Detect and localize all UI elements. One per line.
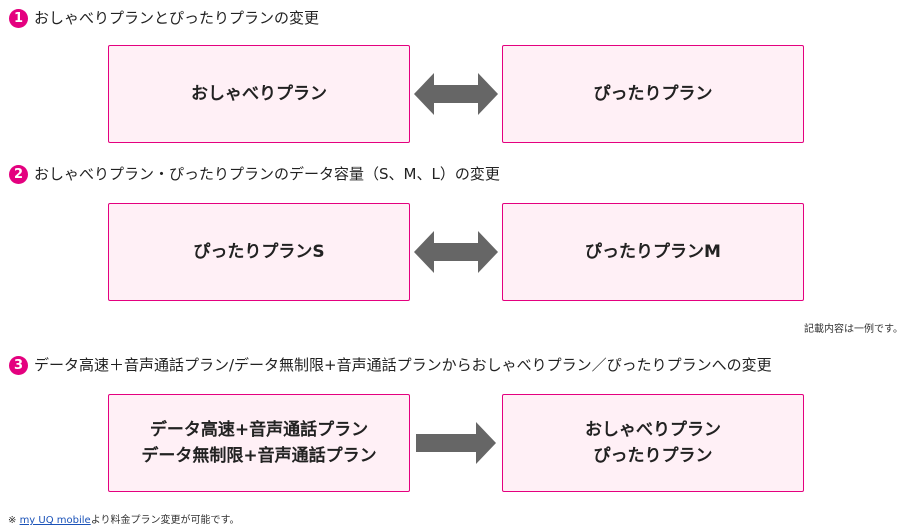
- plan-name: おしゃべりプラン: [191, 84, 327, 104]
- section-3-heading: 3 データ高速＋音声通話プラン/データ無制限+音声通話プランからおしゃべりプラン…: [9, 354, 772, 376]
- section-1-heading: 1 おしゃべりプランとぴったりプランの変更: [9, 7, 319, 29]
- plan-name: おしゃべりプラン: [585, 420, 721, 440]
- footnote: ※ my UQ mobileより料金プラン変更が可能です。: [8, 511, 240, 526]
- example-note: 記載内容は一例です。: [804, 324, 903, 335]
- plan-name: ぴったりプラン: [593, 84, 713, 104]
- plan-box-to: ぴったりプランM: [502, 203, 804, 301]
- plan-box-from: ぴったりプランS: [108, 203, 410, 301]
- plan-name: データ無制限+音声通話プラン: [141, 446, 377, 466]
- section-title: おしゃべりプランとぴったりプランの変更: [34, 9, 320, 27]
- my-uq-mobile-link[interactable]: my UQ mobile: [19, 515, 91, 526]
- plan-name: データ高速+音声通話プラン: [149, 420, 369, 440]
- step-number-badge: 3: [9, 355, 28, 375]
- plan-name: ぴったりプラン: [593, 446, 713, 466]
- footnote-text: より料金プラン変更が可能です。: [90, 515, 240, 526]
- left-right-arrow-icon: [414, 73, 498, 115]
- right-arrow-icon: [416, 422, 496, 464]
- section-2-heading: 2 おしゃべりプラン・ぴったりプランのデータ容量（S、M、L）の変更: [9, 163, 500, 185]
- left-right-arrow-icon: [414, 231, 498, 273]
- section-title: データ高速＋音声通話プラン/データ無制限+音声通話プランからおしゃべりプラン／ぴ…: [34, 356, 772, 374]
- step-number-badge: 2: [9, 164, 28, 184]
- plan-box-to: おしゃべりプラン ぴったりプラン: [502, 394, 804, 492]
- plan-name: ぴったりプランS: [193, 242, 325, 262]
- section-title: おしゃべりプラン・ぴったりプランのデータ容量（S、M、L）の変更: [34, 165, 500, 183]
- plan-box-from: データ高速+音声通話プラン データ無制限+音声通話プラン: [108, 394, 410, 492]
- footnote-prefix: ※: [8, 515, 20, 526]
- step-number-badge: 1: [9, 8, 28, 28]
- plan-box-from: おしゃべりプラン: [108, 45, 410, 143]
- plan-box-to: ぴったりプラン: [502, 45, 804, 143]
- plan-name: ぴったりプランM: [585, 242, 721, 262]
